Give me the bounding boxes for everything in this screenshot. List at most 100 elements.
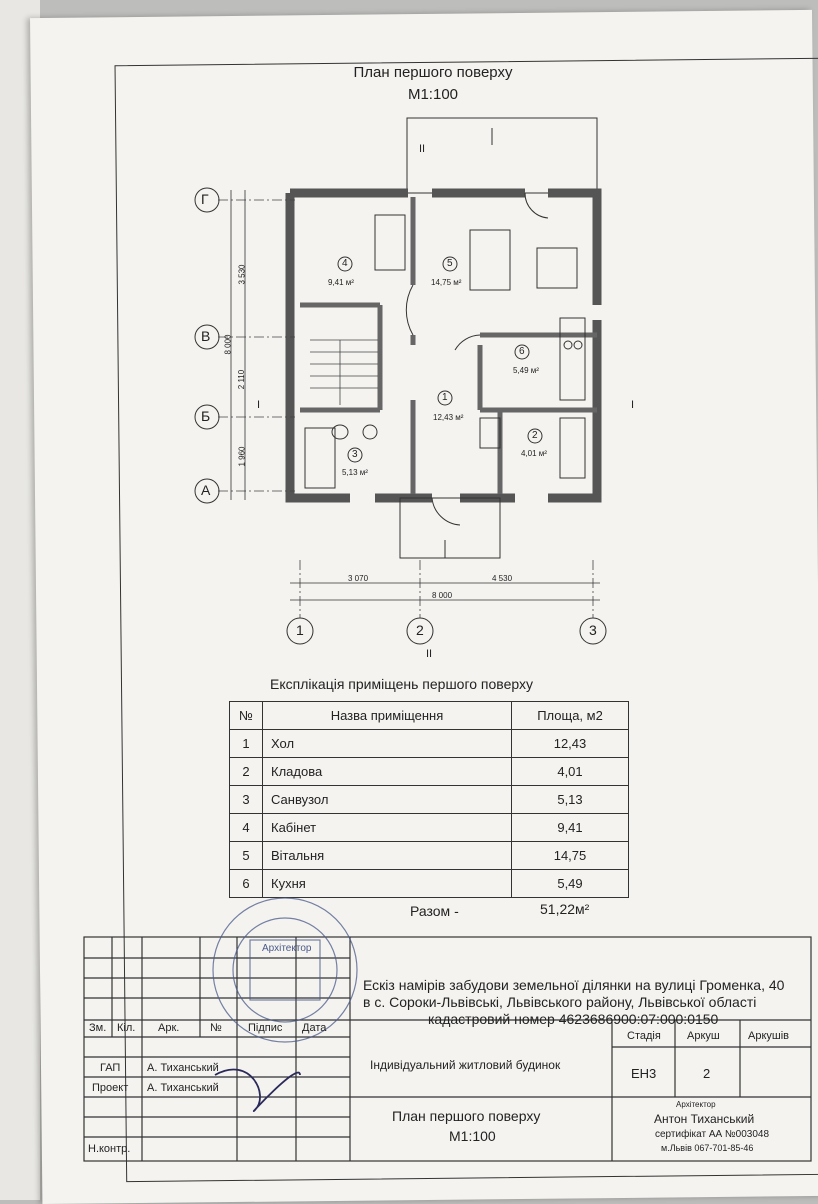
room-circle-5	[442, 256, 458, 272]
axis-label-v: В	[201, 328, 211, 344]
axis-bubble-v	[194, 324, 220, 350]
room-1-area: 12,43 м²	[433, 413, 464, 422]
dim-left-1: 3 530	[237, 264, 247, 285]
row-num: 6	[229, 869, 263, 898]
arch-label: Архітектор	[676, 1100, 716, 1109]
sheet-scale: М1:100	[449, 1128, 496, 1144]
explication-title: Експлікація приміщень першого поверху	[270, 676, 533, 692]
section-mark-top: II	[419, 143, 426, 155]
total-value: 51,22м²	[540, 901, 590, 917]
row-num: 4	[229, 813, 263, 842]
dim-left-3: 1 960	[237, 446, 247, 467]
door-swing-2	[454, 334, 481, 351]
arch-contact: м.Львів 067-701-85-46	[661, 1143, 754, 1153]
stove-2	[573, 340, 583, 350]
seal-text: Архітектор	[262, 943, 312, 954]
room-5-num: 5	[447, 258, 453, 269]
axis-bubble-b	[194, 404, 220, 430]
row-area: 9,41	[511, 813, 629, 842]
row-num: 5	[229, 841, 263, 870]
row-name: Санвузол	[262, 785, 512, 814]
row-area: 14,75	[511, 841, 629, 870]
room-2-area: 4,01 м²	[521, 449, 547, 458]
col-header-area: Площа, м2	[511, 701, 629, 730]
proekt-label: Проект	[92, 1082, 129, 1094]
dim-bottom-1: 3 070	[348, 574, 369, 583]
axis-bubble-g	[194, 187, 220, 213]
rev-header-zm: Зм.	[89, 1022, 107, 1034]
row-name: Кладова	[262, 757, 512, 786]
door-swing-3	[524, 192, 549, 219]
row-num: 2	[229, 757, 263, 786]
rev-header-ark: Арк.	[158, 1022, 180, 1034]
axis-label-b: Б	[201, 408, 211, 424]
sheet-header: Аркуш	[687, 1030, 720, 1042]
axis-label-a: А	[201, 482, 211, 498]
room-6-num: 6	[519, 346, 525, 357]
rev-header-sign: Підпис	[248, 1022, 283, 1034]
kitchen-counter	[559, 317, 586, 401]
row-area: 12,43	[511, 729, 629, 758]
axis-bubble-1	[286, 617, 314, 645]
page-title: План першого поверху	[353, 64, 513, 81]
arch-cert: сертифікат АА №003048	[655, 1129, 770, 1140]
rev-header-kil: Кіл.	[117, 1022, 136, 1034]
dim-bottom-total: 8 000	[432, 591, 453, 600]
outer-walls	[285, 188, 602, 503]
rev-header-num: №	[210, 1022, 222, 1034]
sheets-header: Аркушів	[748, 1030, 790, 1042]
living-sofa	[469, 229, 511, 291]
project-line-3: кадастровий номер 4623686900:07:000:0150	[428, 1011, 719, 1027]
room-3-num: 3	[352, 449, 358, 460]
stage-header: Стадія	[627, 1030, 661, 1042]
floor-plan	[194, 117, 607, 645]
axis-lines	[218, 199, 594, 618]
terrace-outline	[406, 117, 598, 194]
axis-bubble-a	[194, 478, 220, 504]
door-swing-4	[431, 497, 461, 526]
porch	[399, 497, 501, 559]
row-area: 4,01	[511, 757, 629, 786]
stage-value: ЕН3	[631, 1066, 657, 1081]
inner-walls	[300, 197, 597, 494]
axis-label-1: 1	[296, 622, 304, 638]
section-mark-bottom: II	[426, 648, 433, 660]
closet-box	[479, 417, 501, 449]
table-header-row: № Назва приміщення Площа, м2	[229, 701, 629, 730]
gap-name: А. Тиханський	[147, 1062, 219, 1074]
arch-name: Антон Тиханський	[654, 1112, 755, 1126]
dim-left-2: 2 110	[237, 369, 247, 390]
row-num: 3	[229, 785, 263, 814]
room-3-area: 5,13 м²	[342, 468, 368, 477]
axis-bubble-2	[406, 617, 434, 645]
project-line-2: в с. Сороки-Львівські, Львівського район…	[363, 994, 757, 1010]
dimension-lines	[230, 190, 600, 601]
room-2-num: 2	[532, 430, 538, 441]
total-label: Разом -	[410, 903, 459, 919]
section-mark-left: I	[257, 399, 261, 411]
row-name: Кухня	[262, 869, 512, 898]
stairs	[310, 339, 378, 405]
dim-bottom-2: 4 530	[492, 574, 513, 583]
nkontr-label: Н.контр.	[88, 1143, 131, 1155]
axis-label-2: 2	[416, 622, 424, 638]
col-header-name: Назва приміщення	[262, 701, 512, 730]
col-header-num: №	[229, 701, 263, 730]
bathtub	[304, 427, 336, 489]
stove-1	[563, 340, 573, 350]
dim-left-total: 8 000	[223, 334, 233, 355]
storage-shelf	[559, 417, 586, 479]
gap-label: ГАП	[100, 1062, 121, 1074]
toilet	[362, 424, 378, 440]
rev-header-date: Дата	[302, 1022, 327, 1034]
axis-bubble-3	[579, 617, 607, 645]
section-mark-right: I	[631, 399, 635, 411]
room-5-area: 14,75 м²	[431, 278, 462, 287]
door-swing-1	[405, 284, 414, 336]
